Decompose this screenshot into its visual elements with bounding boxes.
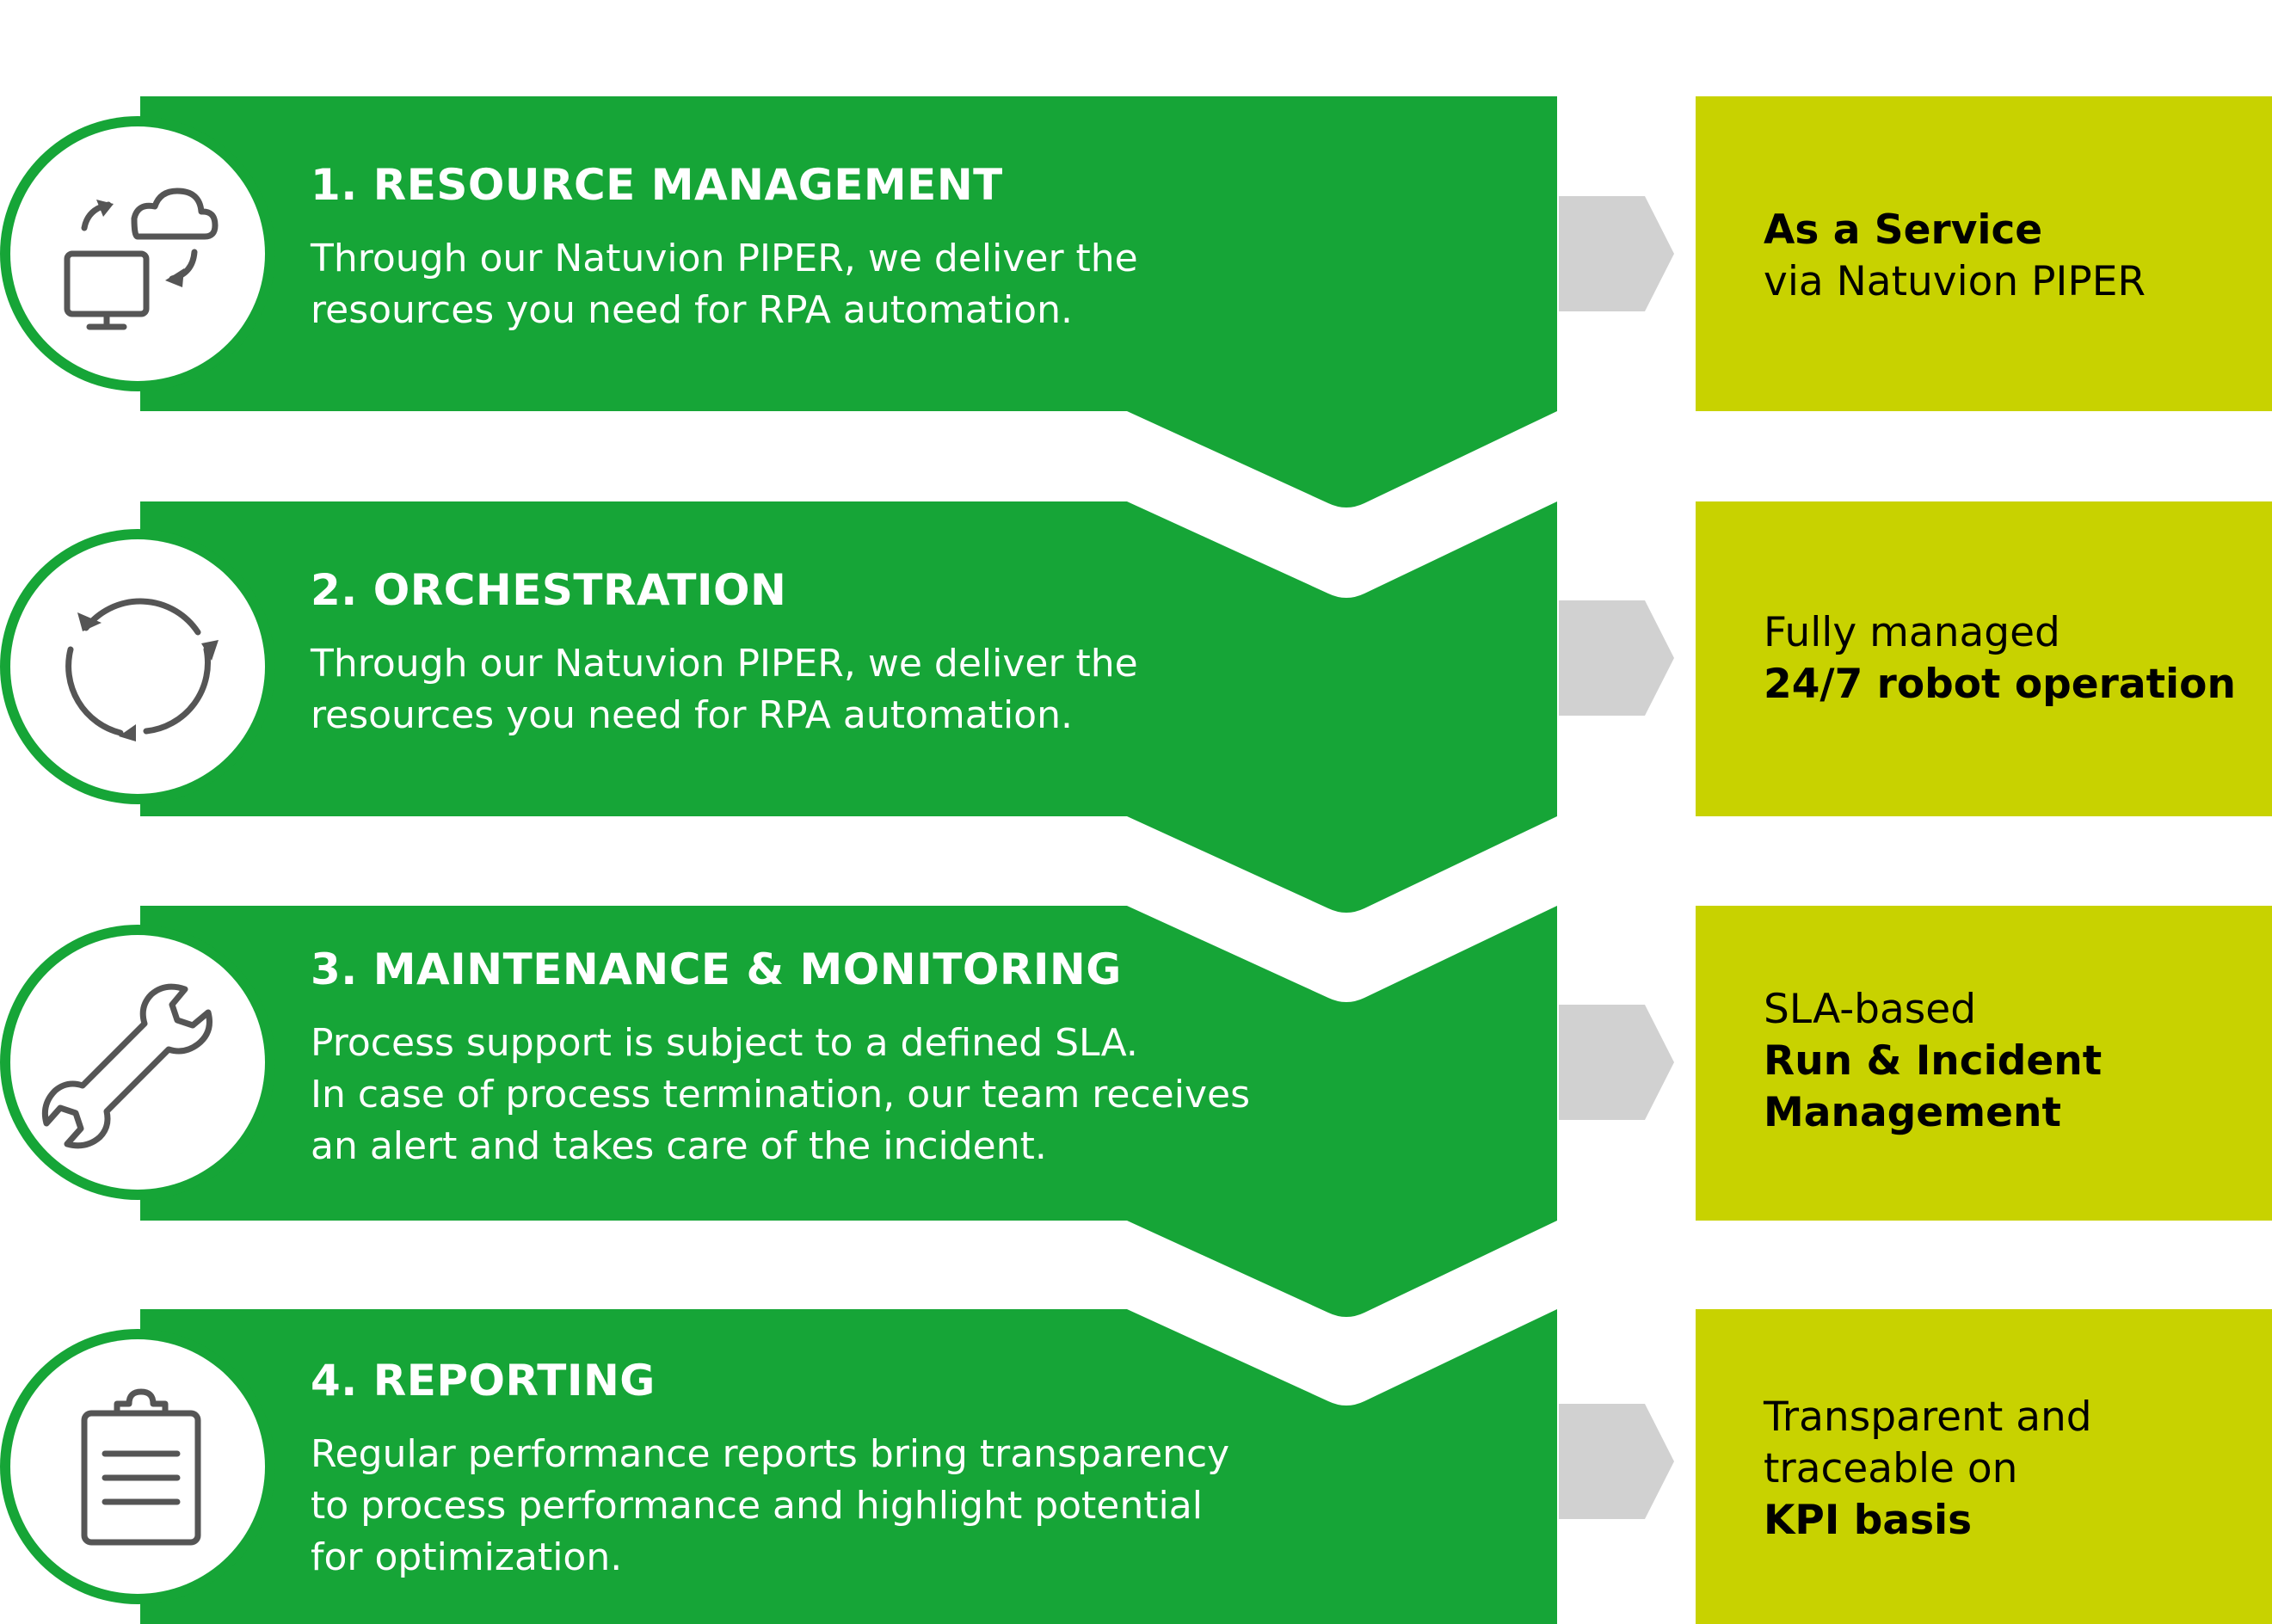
step-2-result-box — [1696, 501, 2272, 816]
step-2-body-line: resources you need for RPA automation. — [311, 693, 1073, 737]
step-1-result-line: via Natuvion PIPER — [1764, 258, 2146, 305]
clipboard-icon — [81, 1388, 201, 1546]
step-3-result-text: SLA-based Run & Incident Management — [1764, 984, 2245, 1139]
step-3-title: 3. MAINTENANCE & MONITORING — [311, 944, 1122, 994]
step-1-connector-arrow — [1559, 196, 1674, 311]
step-3-text: 3. MAINTENANCE & MONITORING Process supp… — [311, 946, 1532, 1172]
step-1-title: 1. RESOURCE MANAGEMENT — [311, 160, 1003, 210]
step-3-body: Process support is subject to a defined … — [311, 1018, 1532, 1172]
step-3-result-line: Run & Incident — [1764, 1037, 2103, 1085]
step-1-result-line: As a Service — [1764, 206, 2043, 254]
step-3-body-line: an alert and takes care of the incident. — [311, 1124, 1047, 1168]
step-2-body: Through our Natuvion PIPER, we deliver t… — [311, 638, 1532, 741]
cloud-computer-sync-icon — [64, 188, 219, 330]
step-1-result-box — [1696, 96, 2272, 411]
step-3-connector-arrow — [1559, 1005, 1674, 1120]
step-4-title: 4. REPORTING — [311, 1356, 656, 1406]
step-1-green-band — [140, 96, 1557, 508]
step-3-icon-circle — [10, 935, 265, 1190]
step-2-connector-arrow — [1559, 600, 1674, 716]
wrench-icon — [41, 983, 212, 1149]
step-4-result-text: Transparent and traceable on KPI basis — [1764, 1392, 2245, 1547]
step-4-group — [0, 1309, 2272, 1624]
step-2-green-band — [140, 501, 1557, 913]
step-3-result-line: SLA-based — [1764, 986, 1977, 1033]
step-3-result-box — [1696, 906, 2272, 1221]
step-4-text: 4. REPORTING Regular performance reports… — [311, 1357, 1532, 1584]
step-1-group — [0, 96, 2272, 508]
step-2-result-text: Fully managed 24/7 robot operation — [1764, 607, 2245, 710]
step-2-icon-circle — [10, 539, 265, 794]
step-2-text: 2. ORCHESTRATION Through our Natuvion PI… — [311, 567, 1532, 741]
step-4-result-line: traceable on — [1764, 1445, 2018, 1492]
step-1-body-line: Through our Natuvion PIPER, we deliver t… — [311, 237, 1138, 280]
step-3-result-line: Management — [1764, 1089, 2061, 1136]
step-2-body-line: Through our Natuvion PIPER, we deliver t… — [311, 642, 1138, 686]
step-2-result-line: 24/7 robot operation — [1764, 661, 2236, 708]
step-4-body-line: to process performance and highlight pot… — [311, 1484, 1203, 1528]
step-4-result-line: KPI basis — [1764, 1497, 1973, 1544]
step-1-body: Through our Natuvion PIPER, we deliver t… — [311, 233, 1532, 336]
step-3-body-line: Process support is subject to a defined … — [311, 1021, 1138, 1065]
step-4-body: Regular performance reports bring transp… — [311, 1429, 1532, 1584]
step-4-result-line: Transparent and — [1764, 1393, 2092, 1441]
step-4-connector-arrow — [1559, 1404, 1674, 1519]
step-4-result-box — [1696, 1309, 2272, 1624]
step-4-icon-circle — [10, 1339, 265, 1594]
step-4-green-band — [140, 1309, 1557, 1624]
step-4-body-line: for optimization. — [311, 1535, 623, 1579]
step-3-group — [0, 906, 2272, 1317]
step-3-green-band — [140, 906, 1557, 1317]
step-1-body-line: resources you need for RPA automation. — [311, 288, 1073, 332]
step-4-body-line: Regular performance reports bring transp… — [311, 1432, 1230, 1476]
step-2-group — [0, 501, 2272, 913]
step-1-result-text: As a Service via Natuvion PIPER — [1764, 205, 2245, 308]
step-2-result-line: Fully managed — [1764, 609, 2060, 656]
step-1-text: 1. RESOURCE MANAGEMENT Through our Natuv… — [311, 162, 1532, 336]
step-2-title: 2. ORCHESTRATION — [311, 565, 787, 615]
step-3-body-line: In case of process termination, our team… — [311, 1073, 1251, 1116]
cycle-arrows-icon — [65, 598, 219, 741]
